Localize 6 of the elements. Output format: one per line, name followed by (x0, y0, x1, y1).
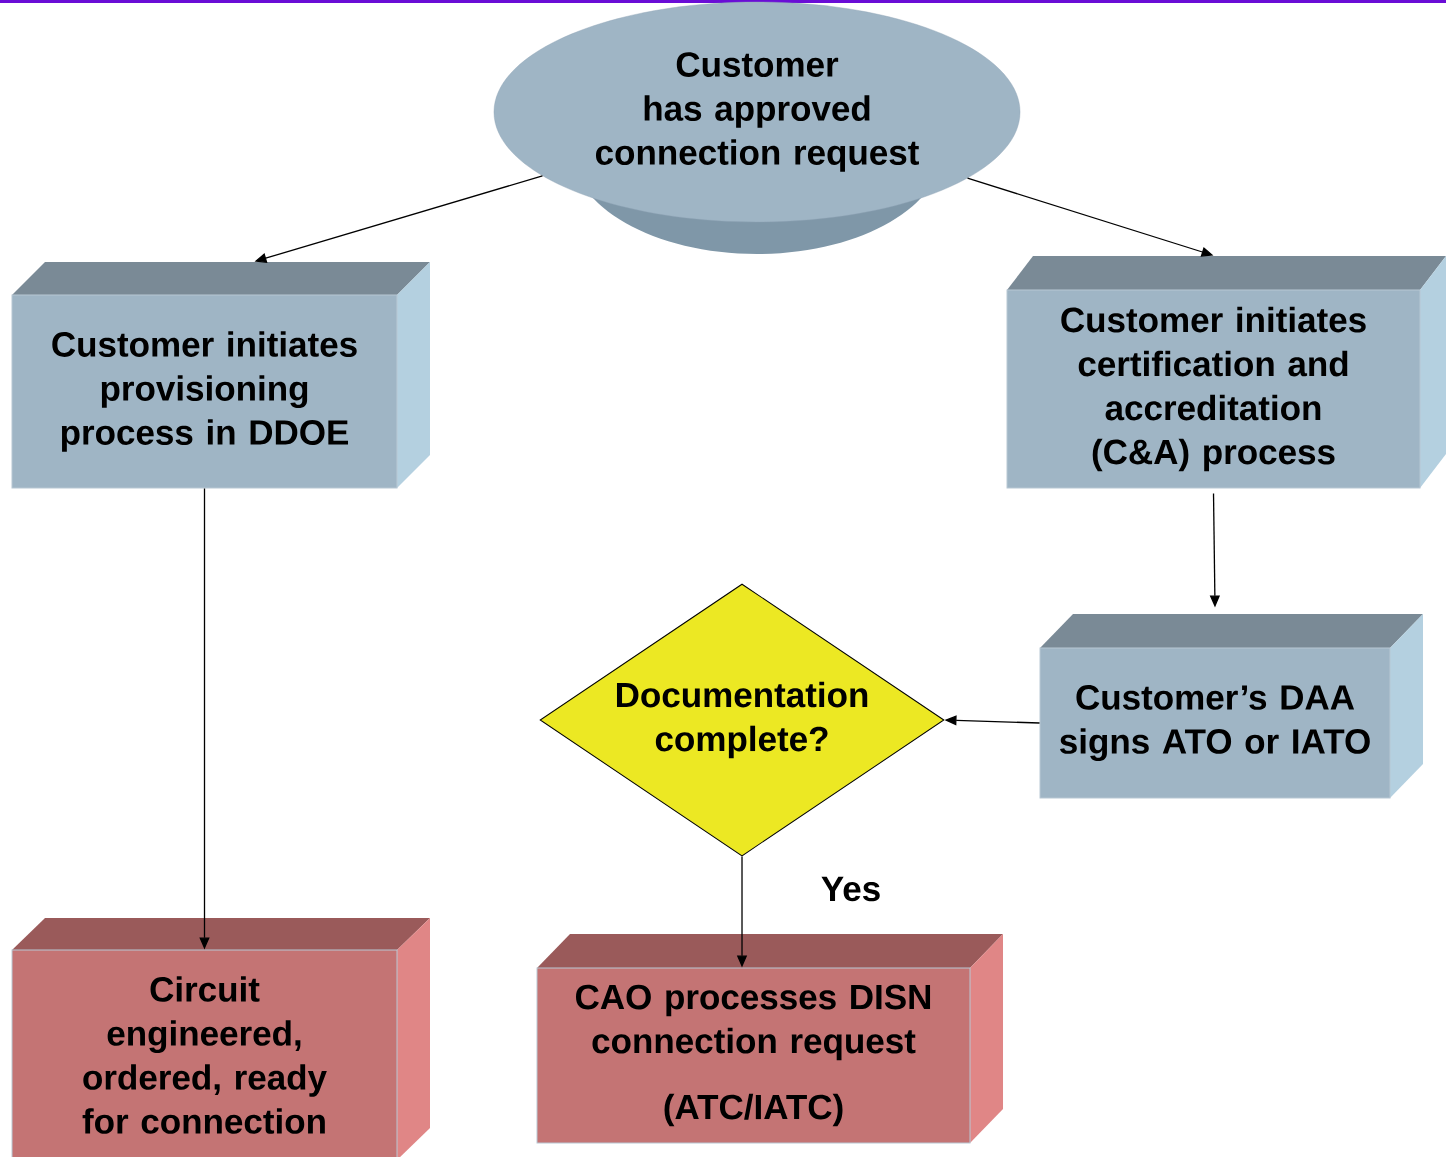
process-box: Customer initiates provisioning process in DDOE (11, 262, 430, 489)
process-box: Circuit engineered, ordered, ready for connection (11, 918, 430, 1157)
process-box: CAO processes DISN connection request (ATC/IATC) (536, 934, 1003, 1144)
process-box: Customer initiates certification and accreditation (C&A) process (1006, 256, 1446, 489)
edge-label: Yes (818, 874, 884, 904)
process-box: Customer’s DAA signs ATO or IATO (1039, 614, 1423, 799)
